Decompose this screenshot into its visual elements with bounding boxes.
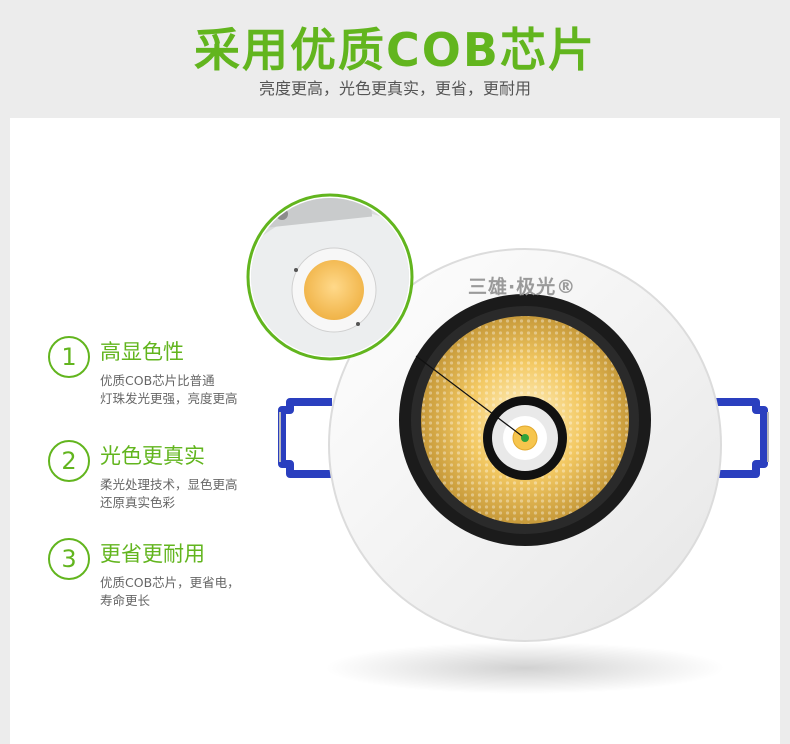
shadow xyxy=(325,642,725,694)
page-header: 采用优质COB芯片 亮度更高，光色更真实，更省，更耐用 xyxy=(0,0,790,118)
feature-desc-line: 优质COB芯片，更省电， xyxy=(100,575,240,590)
spring-clip-right xyxy=(708,398,769,478)
feature-desc-line: 还原真实色彩 xyxy=(100,495,176,510)
feature-number-badge: 2 xyxy=(48,440,90,482)
feature-desc-line: 寿命更长 xyxy=(100,593,151,608)
feature-title: 光色更真实 xyxy=(100,444,205,468)
feature-description: 优质COB芯片，更省电， 寿命更长 xyxy=(100,574,280,610)
feature-title: 高显色性 xyxy=(100,340,184,364)
feature-description: 优质COB芯片比普通 灯珠发光更强，亮度更高 xyxy=(100,372,280,408)
feature-number-badge: 3 xyxy=(48,538,90,580)
feature-number-badge: 1 xyxy=(48,336,90,378)
feature-desc-line: 优质COB芯片比普通 xyxy=(100,373,215,388)
feature-desc-line: 灯珠发光更强，亮度更高 xyxy=(100,391,238,406)
feature-description: 柔光处理技术，显色更高 还原真实色彩 xyxy=(100,476,280,512)
page-subtitle: 亮度更高，光色更真实，更省，更耐用 xyxy=(258,79,531,98)
spring-clip-left xyxy=(278,398,332,478)
brand-logo: 三雄·极光® xyxy=(468,276,577,298)
callout-line xyxy=(415,355,523,437)
feature-title: 更省更耐用 xyxy=(100,542,205,566)
page-title: 采用优质COB芯片 xyxy=(194,23,596,77)
feature-desc-line: 柔光处理技术，显色更高 xyxy=(100,477,238,492)
